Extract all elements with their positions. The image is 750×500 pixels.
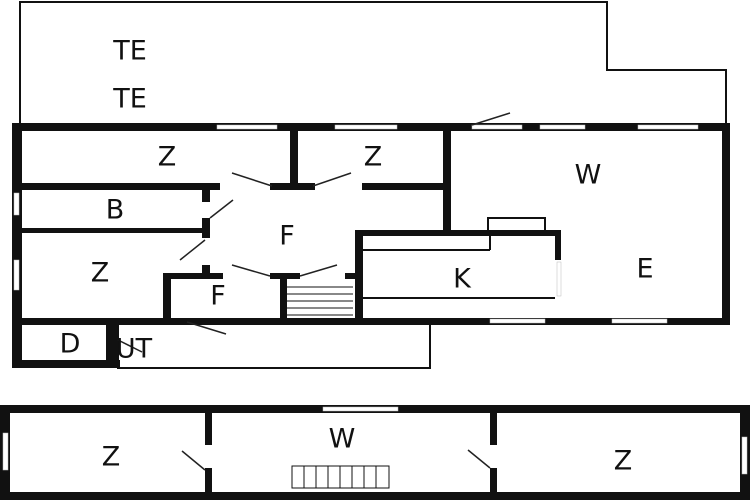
label-room-e: E [636, 254, 653, 285]
label-room-f-hall: F [279, 221, 295, 252]
label-room-w: W [575, 160, 602, 191]
label-lower-room-z-right: Z [614, 446, 633, 477]
label-room-d: D [60, 329, 81, 360]
label-room-z-left: Z [91, 258, 110, 289]
label-room-k: K [453, 264, 472, 295]
terrace-outline [19, 1, 727, 125]
label-lower-room-w: W [329, 424, 356, 455]
label-room-z-top-left: Z [158, 142, 177, 173]
lower-stairs-icon [291, 465, 390, 489]
lower-floor-walls [0, 405, 750, 500]
label-terrace-1: TE [112, 36, 147, 67]
label-room-f-small: F [210, 281, 226, 312]
upper-doors [117, 112, 511, 353]
label-room-b: B [106, 195, 125, 226]
label-room-z-top-mid: Z [364, 142, 383, 173]
stairs-icon [287, 286, 353, 316]
label-room-ut: UT [116, 334, 153, 365]
upper-windows [13, 124, 699, 324]
label-lower-room-z-left: Z [102, 442, 121, 473]
label-terrace-2: TE [112, 84, 147, 115]
